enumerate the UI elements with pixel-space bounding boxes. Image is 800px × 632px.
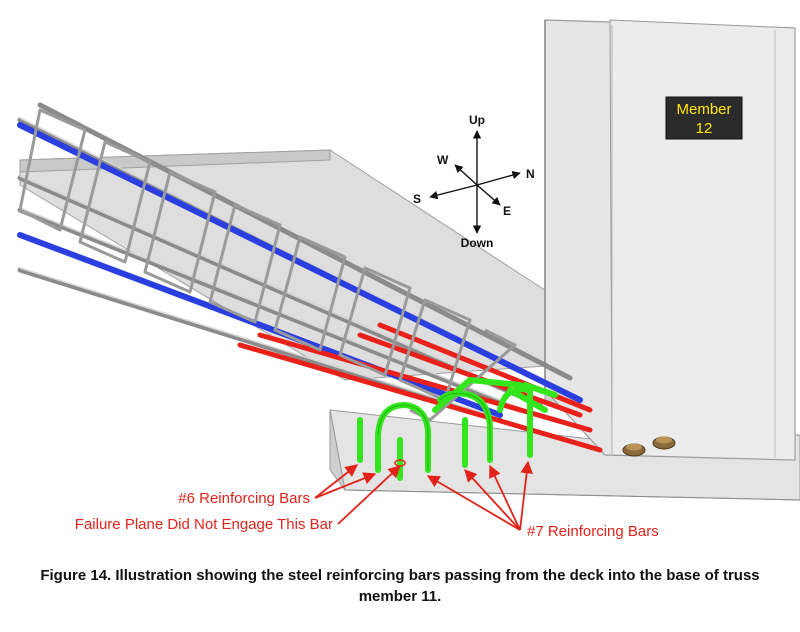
member-sign-line1: Member <box>676 101 731 118</box>
callout-failure-plane: Failure Plane Did Not Engage This Bar <box>75 516 333 533</box>
failure-plane-marker <box>394 459 406 467</box>
figure-caption: Figure 14. Illustration showing the stee… <box>40 567 760 605</box>
member-12-sign: Member 12 <box>665 96 743 140</box>
green-bar-outlines <box>377 392 491 470</box>
callout-arrows <box>314 460 533 531</box>
anchor-bolts <box>622 436 676 457</box>
member-sign-line2: 12 <box>696 120 713 137</box>
compass <box>429 130 521 234</box>
compass-west-label: W <box>437 153 449 167</box>
deck-slab <box>329 409 800 501</box>
compass-down-label: Down <box>461 236 494 250</box>
compass-east-label: E <box>503 204 511 218</box>
compass-up-label: Up <box>469 113 485 127</box>
callout-6-bars: #6 Reinforcing Bars <box>178 490 310 507</box>
compass-north-label: N <box>526 167 535 181</box>
blue-reinforcing-bars <box>17 122 583 418</box>
truss-member-12 <box>544 19 796 461</box>
callout-7-bars: #7 Reinforcing Bars <box>527 523 659 540</box>
compass-south-label: S <box>413 192 421 206</box>
truss-diagram: Member 12 <box>17 19 800 540</box>
